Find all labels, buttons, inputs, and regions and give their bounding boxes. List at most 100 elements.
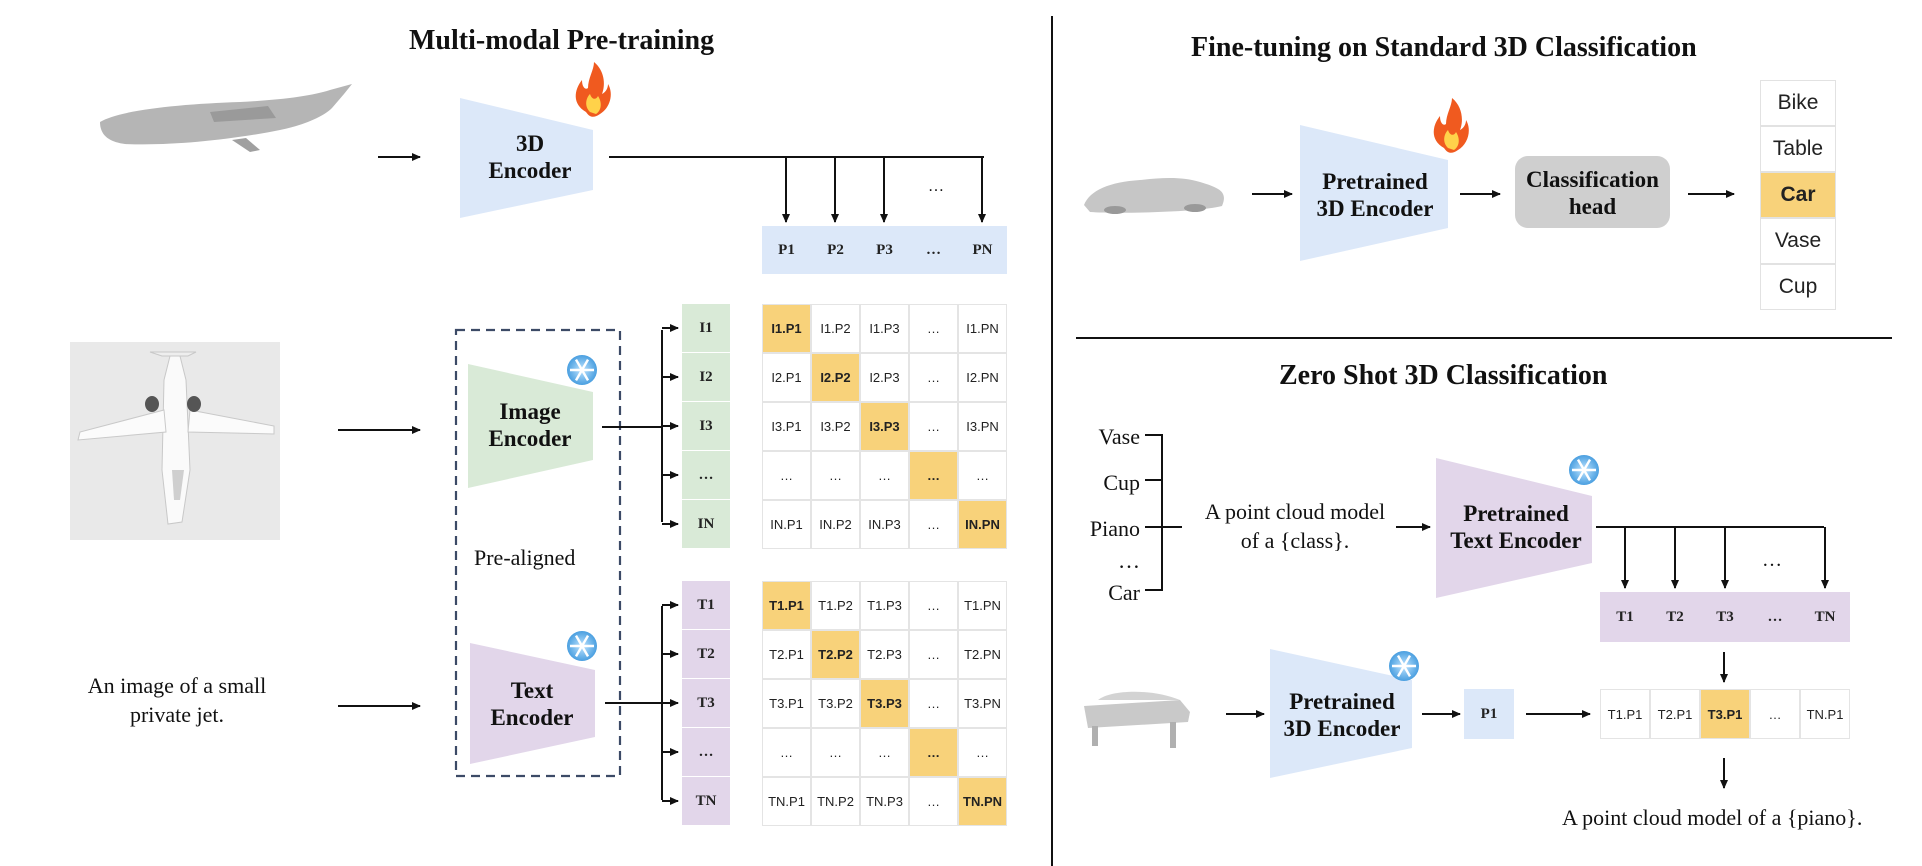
image-similarity-cell: I1.P2 [811,304,860,353]
class-list-item: Car [1760,172,1836,218]
image-caption: An image of a small private jet. [87,673,267,727]
snowflake-icon [567,355,597,385]
image-similarity-cell: I3.P1 [762,402,811,451]
p-token: PN [958,226,1007,274]
fire-icon [575,62,611,117]
class-list-item: Bike [1760,80,1836,126]
zs-class-label: Cup [1103,470,1140,495]
t-token: T3 [682,679,730,727]
text-similarity-cell: TN.PN [958,777,1007,826]
zs-t-token: T3 [1700,592,1750,642]
zs-class-label: Vase [1098,424,1140,449]
zs-t-token: T1 [1600,592,1650,642]
image-similarity-cell: … [811,451,860,500]
zs-class-label: Piano [1089,516,1140,541]
ft-encoder-label: Pretrained 3D Encoder [1316,169,1434,222]
text-similarity-cell: … [909,630,958,679]
image-similarity-cell: I2.P2 [811,353,860,402]
zs-text-encoder-label: Pretrained Text Encoder [1450,501,1582,554]
t-token: T1 [682,581,730,629]
image-similarity-cell: … [909,451,958,500]
zs-score-cell: … [1750,689,1800,739]
connector-text-branch [605,606,663,800]
i-token: I3 [682,402,730,450]
i-token: I2 [682,353,730,401]
pretraining-title: Multi-modal Pre-training [409,25,715,56]
t-token: TN [682,777,730,825]
image-similarity-cell: IN.P2 [811,500,860,549]
zeroshot-result: A point cloud model of a {piano}. [1562,805,1863,830]
image-encoder-shape [468,364,593,488]
p-token: … [909,226,958,274]
image-similarity-cell: I1.P1 [762,304,811,353]
fire-icon [1433,98,1469,153]
zs-class-label: … [1118,548,1140,573]
ft-encoder-shape [1300,125,1448,261]
image-similarity-cell: I3.P2 [811,402,860,451]
encoder-3d-shape [460,98,593,218]
class-list-item: Cup [1760,264,1836,310]
image-similarity-cell: … [909,402,958,451]
text-similarity-cell: T1.P1 [762,581,811,630]
text-similarity-cell: TN.P1 [762,777,811,826]
text-similarity-cell: T2.P1 [762,630,811,679]
image-similarity-cell: IN.PN [958,500,1007,549]
text-similarity-cell: T1.PN [958,581,1007,630]
image-similarity-cell: … [958,451,1007,500]
i-token: … [682,451,730,499]
pre-aligned-box [454,328,622,778]
p-token: P1 [762,226,811,274]
zs-class-label: Car [1108,580,1140,605]
image-similarity-cell: … [762,451,811,500]
image-similarity-cell: … [909,304,958,353]
zs-score-cell: T1.P1 [1600,689,1650,739]
class-list-item: Vase [1760,218,1836,264]
t-token: … [682,728,730,776]
text-similarity-cell: … [860,728,909,777]
i-token: IN [682,500,730,548]
text-similarity-cell: T3.P3 [860,679,909,728]
image-similarity-cell: IN.P3 [860,500,909,549]
p-tokens-ellipsis: … [928,178,944,195]
text-similarity-cell: T1.P3 [860,581,909,630]
image-similarity-cell: I3.PN [958,402,1007,451]
piano-pointcloud [1084,691,1190,748]
class-list-item: Table [1760,126,1836,172]
i-token: I1 [682,304,730,352]
text-similarity-cell: … [909,728,958,777]
text-similarity-cell: TN.P3 [860,777,909,826]
encoder-3d-label: 3D Encoder [488,131,572,184]
text-similarity-cell: T1.P2 [811,581,860,630]
image-similarity-cell: I1.P3 [860,304,909,353]
prompt-template: A point cloud model of a {class}. [1204,499,1386,553]
text-similarity-cell: TN.P2 [811,777,860,826]
text-similarity-cell: T3.P2 [811,679,860,728]
image-encoder-label: Image Encoder [488,399,572,452]
zs-3d-encoder-label: Pretrained 3D Encoder [1283,689,1401,742]
text-similarity-cell: … [909,581,958,630]
p-token: P2 [811,226,860,274]
text-encoder-shape [470,643,595,764]
classification-head-label: Classification head [1526,167,1659,220]
text-similarity-cell: … [909,777,958,826]
snowflake-icon [567,631,597,661]
image-similarity-cell: … [909,353,958,402]
zs-score-cell: T2.P1 [1650,689,1700,739]
connector-image-branch [602,330,663,522]
airplane-pointcloud [100,84,352,152]
zs-t-token: TN [1800,592,1850,642]
text-similarity-cell: … [958,728,1007,777]
image-similarity-cell: … [860,451,909,500]
zs-p-token: P1 [1464,689,1514,739]
text-similarity-cell: T2.P2 [811,630,860,679]
text-encoder-label: Text Encoder [490,678,574,731]
image-similarity-cell: … [909,500,958,549]
text-similarity-cell: T2.PN [958,630,1007,679]
text-similarity-cell: T3.P1 [762,679,811,728]
t-token: T2 [682,630,730,678]
car-pointcloud [1084,178,1224,214]
zs-score-cell: T3.P1 [1700,689,1750,739]
pre-aligned-label: Pre-aligned [474,545,576,570]
